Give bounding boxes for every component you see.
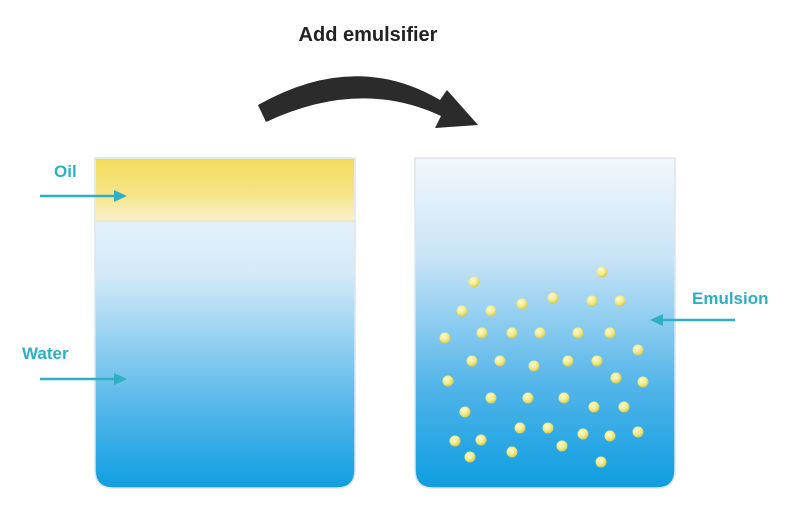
oil-droplet — [637, 376, 649, 388]
oil-droplet — [586, 295, 598, 307]
emulsion-droplets — [439, 266, 649, 468]
oil-droplet — [528, 360, 540, 372]
oil-layer — [96, 159, 354, 221]
oil-droplet — [556, 440, 568, 452]
oil-droplet — [485, 305, 497, 317]
oil-droplet — [475, 434, 487, 446]
arrow-right-icon — [40, 373, 127, 385]
oil-droplet — [442, 375, 454, 387]
oil-droplet — [542, 422, 554, 434]
oil-droplet — [522, 392, 534, 404]
oil-label: Oil — [54, 162, 77, 181]
oil-droplet — [506, 327, 518, 339]
oil-droplet — [466, 355, 478, 367]
oil-droplet — [591, 355, 603, 367]
oil-droplet — [516, 298, 528, 310]
oil-droplet — [506, 446, 518, 458]
oil-droplet — [514, 422, 526, 434]
arrow-left-icon — [650, 314, 735, 326]
oil-droplet — [459, 406, 471, 418]
arrow-right-icon — [40, 190, 127, 202]
oil-droplet — [610, 372, 622, 384]
oil-droplet — [558, 392, 570, 404]
curved-arrow-icon — [258, 76, 478, 128]
oil-droplet — [572, 327, 584, 339]
oil-droplet — [464, 451, 476, 463]
emulsion-label: Emulsion — [692, 289, 769, 308]
process-title: Add emulsifier — [298, 24, 438, 46]
oil-droplet — [632, 426, 644, 438]
oil-droplet — [588, 401, 600, 413]
oil-droplet — [604, 430, 616, 442]
water-label: Water — [22, 344, 69, 363]
oil-droplet — [456, 305, 468, 317]
oil-droplet — [547, 292, 559, 304]
beaker-after — [414, 157, 676, 489]
oil-droplet — [468, 276, 480, 288]
oil-droplet — [618, 401, 630, 413]
oil-droplet — [614, 295, 626, 307]
oil-droplet — [632, 344, 644, 356]
oil-droplet — [604, 327, 616, 339]
oil-droplet — [494, 355, 506, 367]
oil-droplet — [577, 428, 589, 440]
oil-droplet — [485, 392, 497, 404]
oil-droplet — [439, 332, 451, 344]
oil-droplet — [476, 327, 488, 339]
oil-droplet — [534, 327, 546, 339]
oil-droplet — [449, 435, 461, 447]
oil-droplet — [595, 456, 607, 468]
oil-droplet — [596, 266, 608, 278]
beaker-before — [94, 157, 356, 489]
oil-droplet — [562, 355, 574, 367]
